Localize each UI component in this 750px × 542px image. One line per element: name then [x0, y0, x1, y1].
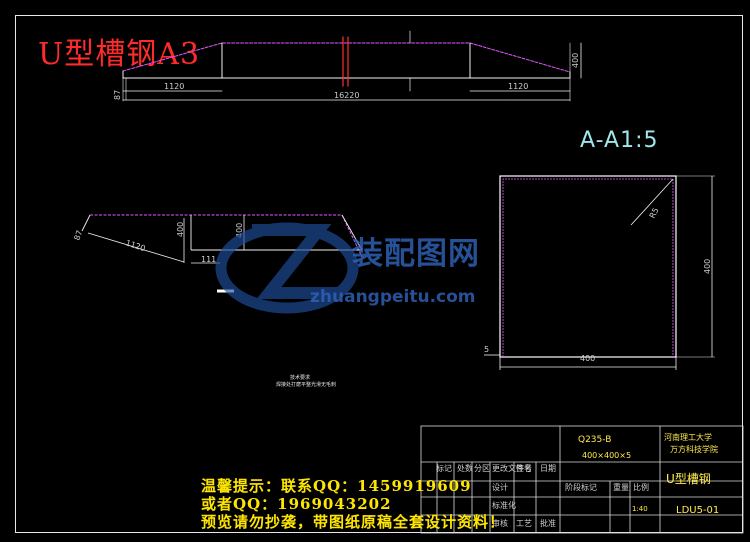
side-left-depth-label: 400 — [176, 222, 185, 237]
notice-line-2: 或者QQ：1969043202 — [201, 495, 392, 513]
drawing-title: U型槽钢A3 — [38, 37, 201, 72]
section-width-label: 400 — [580, 354, 595, 363]
tb-label-13: 工艺 — [516, 519, 532, 528]
watermark-logo — [215, 222, 359, 314]
watermark-url: zhuangpeitu.com — [310, 287, 476, 307]
title-block-part-name: U型槽钢 — [666, 472, 711, 486]
side-right-slope — [341, 214, 363, 251]
tb-label-11: 比例 — [633, 482, 649, 492]
tb-label-4: 更改文件号 — [492, 463, 532, 473]
drawing-border — [15, 15, 743, 533]
title-block-school-2: 万方科技学院 — [670, 445, 718, 454]
note-text: 焊接处打磨平整光滑无毛刺 — [276, 382, 337, 388]
tb-label-14: 批准 — [540, 518, 556, 528]
side-view: 87 1120 400 400 111 — [72, 214, 363, 293]
tb-label-10: 重量 — [613, 482, 629, 492]
side-left-slope — [81, 214, 91, 232]
tb-label-12: 审核 — [492, 518, 508, 528]
title-block-material: Q235-B — [578, 435, 612, 445]
tb-label-8: 标准化 — [492, 500, 516, 510]
side-left-height-label: 87 — [72, 229, 84, 242]
side-top-line — [90, 214, 363, 258]
title-block-size: 400×400×5 — [582, 451, 632, 460]
title-block — [420, 425, 744, 534]
section-radius-leader — [630, 178, 674, 226]
section-radius-label: R5 — [648, 206, 661, 220]
side-bottom-length-label: 111 — [201, 255, 216, 264]
side-left-length-label: 1120 — [124, 238, 146, 253]
section-inner-outline — [502, 178, 674, 357]
title-block-scale: 1:40 — [632, 505, 648, 513]
tb-label-3: 分区 — [474, 464, 490, 473]
watermark-brand: 装配图网 — [352, 236, 480, 272]
top-right-height-label: 400 — [571, 53, 580, 68]
side-slope-dim — [87, 232, 185, 263]
bottom-edge-line — [122, 70, 571, 79]
tb-label-7: 设计 — [492, 482, 508, 492]
note-title: 技术要求 — [290, 375, 311, 381]
tb-label-1: 标记 — [436, 463, 452, 473]
top-left-length-label: 1120 — [164, 82, 184, 91]
tb-label-6: 日期 — [540, 464, 556, 473]
side-middle-depth-label: 400 — [235, 223, 244, 238]
top-total-length-label: 16220 — [334, 91, 359, 100]
title-block-school-1: 河南理工大学 — [664, 433, 712, 442]
tb-label-2: 处数 — [457, 463, 473, 473]
section-label: A-A1:5 — [580, 128, 659, 153]
title-block-drawing-no: LDU5-01 — [676, 505, 720, 516]
notice-line-1: 温馨提示：联系QQ：1459919609 — [201, 477, 472, 495]
notice-line-3: 预览请勿抄袭，带图纸原稿全套设计资料！ — [201, 513, 506, 531]
section-view: R5 400 400 5 — [484, 175, 715, 370]
top-edge-line — [122, 42, 571, 73]
top-view: 87 1120 16220 1120 400 — [113, 30, 582, 102]
top-right-length-label: 1120 — [508, 82, 528, 91]
top-left-height-label: 87 — [113, 90, 122, 100]
tb-label-5: 签名 — [516, 463, 532, 473]
section-thickness-label: 5 — [484, 345, 489, 354]
section-height-label: 400 — [703, 259, 712, 274]
section-outline — [499, 175, 677, 358]
tb-label-9: 阶段标记 — [565, 482, 597, 492]
